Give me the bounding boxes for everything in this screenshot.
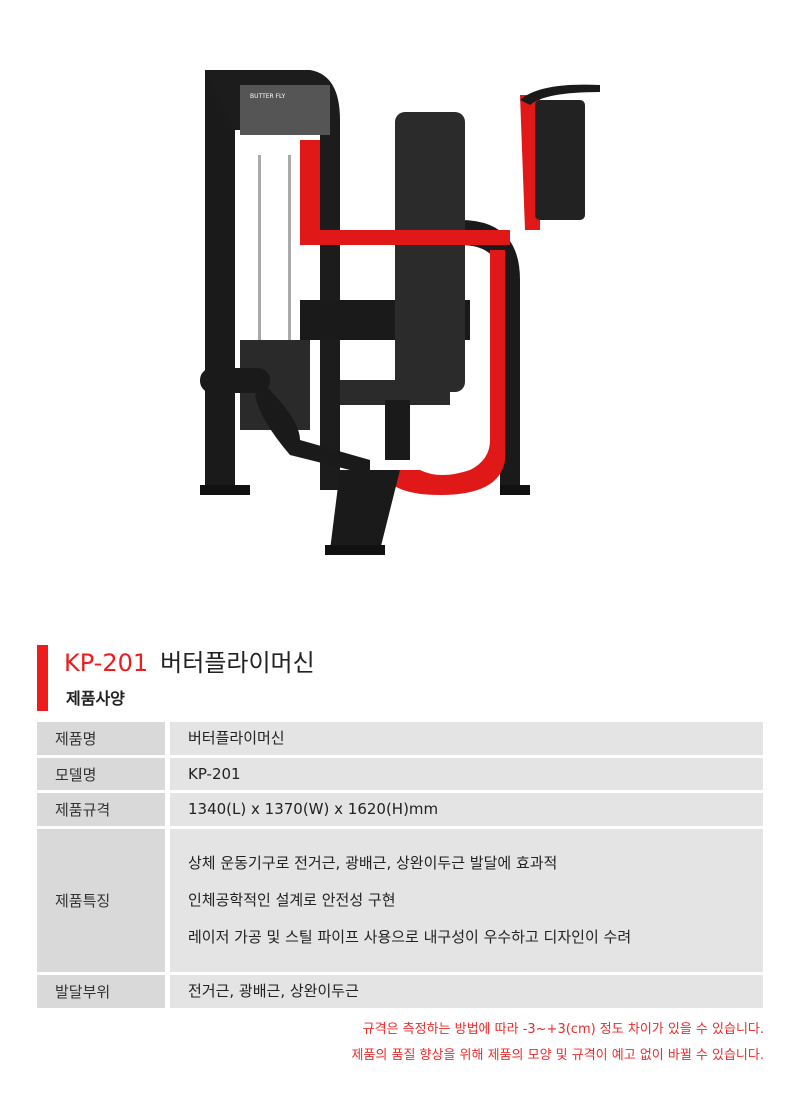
spec-label: 제품명 [37,722,165,755]
spec-label-text: 발달부위 [55,983,111,1001]
spec-value: 전거근, 광배근, 상완이두근 [170,975,763,1008]
page-title: KP-201 버터플라이머신 [64,648,315,678]
spec-label-text: 모델명 [55,765,97,784]
spec-label: 발달부위 [37,975,165,1008]
spec-value: 1340(L) x 1370(W) x 1620(H)mm [170,793,763,826]
spec-value-line: 인체공학적인 설계로 안전성 구현 [188,891,396,909]
spec-label-text: 제품명 [55,730,97,748]
machine-label: BUTTER FLY [250,93,286,100]
spec-value: 버터플라이머신 [170,722,763,755]
spec-label-text: 제품특징 [55,892,111,910]
spec-value-line: 버터플라이머신 [188,729,285,747]
spec-value-line: 상체 운동기구로 전거근, 광배근, 상완이두근 발달에 효과적 [188,854,558,872]
product-image: BUTTER FLY [200,70,600,555]
spec-label-text: 제품규격 [55,801,111,819]
spec-value-line: 1340(L) x 1370(W) x 1620(H)mm [188,800,439,818]
note: 제품의 품질 향상을 위해 제품의 모양 및 규격이 예고 없이 바뀔 수 있습… [351,1048,764,1063]
model-code: KP-201 [64,649,149,677]
spec-row: 발달부위 전거근, 광배근, 상완이두근 [37,975,763,1008]
product-name: 버터플라이머신 [160,649,315,677]
spec-row: 제품명 버터플라이머신 [37,722,763,755]
spec-row: 모델명 KP-201 [37,758,763,790]
spec-row: 제품규격 1340(L) x 1370(W) x 1620(H)mm [37,793,763,826]
spec-label: 모델명 [37,758,165,790]
spec-value: KP-201 [170,758,763,790]
note: 규격은 측정하는 방법에 따라 -3~+3(cm) 정도 차이가 있을 수 있습… [362,1022,764,1037]
spec-value-line: 레이저 가공 및 스틸 파이프 사용으로 내구성이 우수하고 디자인이 수려 [188,928,632,946]
spec-label: 제품규격 [37,793,165,826]
section-title: 제품사양 [66,689,125,708]
spec-label: 제품특징 [37,829,165,972]
spec-value-line: KP-201 [188,764,241,783]
spec-value-line: 전거근, 광배근, 상완이두근 [188,982,359,1000]
notes: 규격은 측정하는 방법에 따라 -3~+3(cm) 정도 차이가 있을 수 있습… [351,1017,764,1069]
title-accent-bar [37,645,48,711]
